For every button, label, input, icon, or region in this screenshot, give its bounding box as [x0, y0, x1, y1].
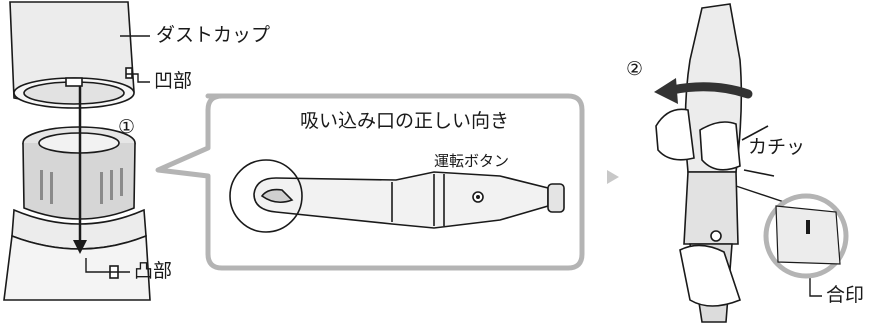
protrusion-label: 凸部 — [134, 260, 173, 282]
step-1-marker: ① — [118, 116, 136, 138]
nozzle-highlight-circle — [229, 159, 303, 233]
zoom-detail — [735, 185, 849, 279]
rotate-arrow — [654, 78, 753, 104]
filter-unit-illustration — [3, 126, 151, 301]
dust-cup-illustration — [9, 1, 135, 109]
vertical-assembly-illustration — [655, 3, 775, 323]
next-step-arrow — [607, 170, 619, 184]
click-sound-label: カチッ — [748, 136, 806, 158]
alignment-mark-label: 合印 — [826, 284, 865, 306]
recess-label: 凹部 — [154, 70, 193, 92]
insert-arrow — [73, 86, 87, 254]
step-2-marker: ② — [626, 58, 644, 80]
power-button-label: 運転ボタン — [434, 152, 510, 170]
correct-direction-label: 吸い込み口の正しい向き — [300, 110, 510, 132]
dust-cup-label: ダストカップ — [156, 24, 271, 46]
handheld-vacuum-illustration — [253, 171, 565, 229]
